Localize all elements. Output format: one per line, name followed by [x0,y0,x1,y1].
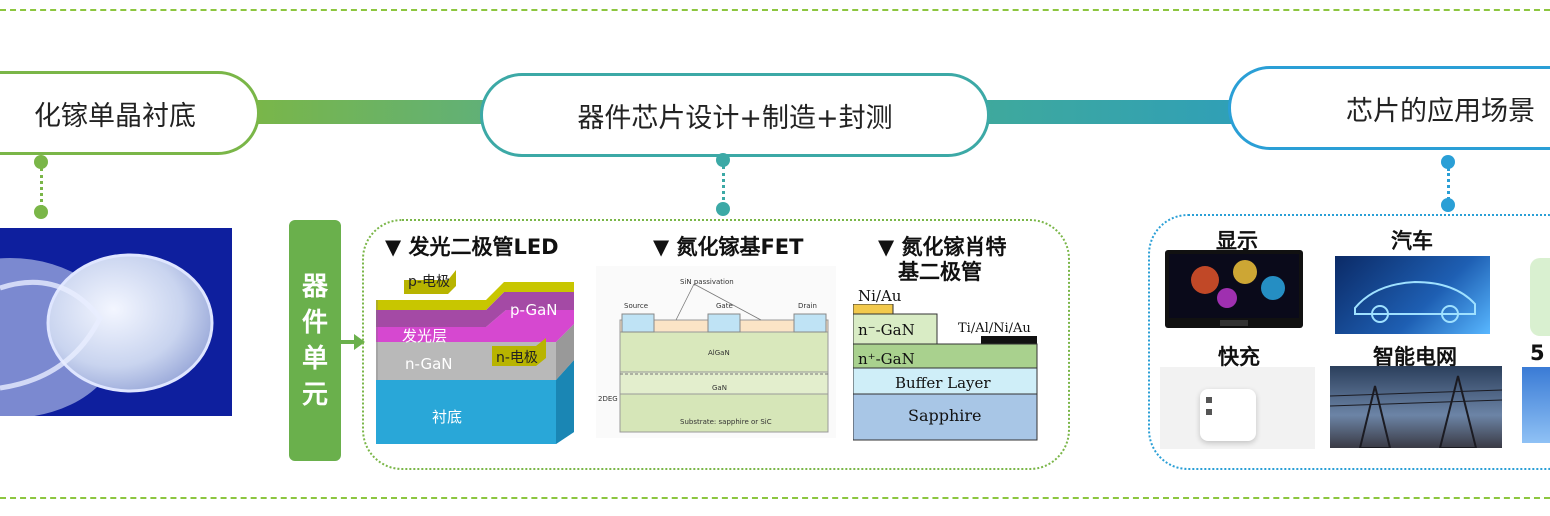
charger-port [1206,409,1212,415]
device-unit-char-4: 元 [301,379,328,410]
wafer-illustration [0,253,214,416]
display-image [1165,250,1303,328]
top-dashed-border [0,9,1550,11]
device-group-box [362,219,1070,470]
stage-device-label: 器件芯片设计+制造+封测 [577,102,893,134]
fet-label-2deg: 2DEG [598,395,618,403]
app-label-fifth: 5 [1530,341,1545,365]
schottky-label-n-plus: n⁺-GaN [858,350,915,368]
led-label-emitting: 发光层 [402,327,448,345]
wafer-image [0,228,232,416]
fet-label-passivation: SiN passivation [680,278,734,286]
schottky-label-n-minus: n⁻-GaN [858,321,915,339]
connector-dot-2-bottom [716,202,730,216]
led-structure-diagram [376,270,574,444]
app-label-display: 显示 [1216,229,1258,253]
connector-dot-3-top [1441,155,1455,169]
app-label-fast-charge: 快充 [1218,345,1260,369]
bottom-dashed-border [0,497,1550,499]
connector-dot-1-bottom [34,205,48,219]
charger-port [1206,397,1212,403]
led-title: ▼ 发光二极管LED [385,235,559,259]
schottky-title-line2: 基二极管 [898,260,982,284]
fet-label-substrate: Substrate: sapphire or SiC [680,418,772,426]
stage-application-label: 芯片的应用场景 [1346,95,1535,127]
stage-bar-1 [250,100,500,124]
connector-line-2 [722,166,725,206]
fet-label-algan: AlGaN [708,349,730,357]
stage-bar-2 [980,100,1250,124]
device-unit-tag: 器 件 单 元 [289,220,341,461]
connector-dot-2-top [716,153,730,167]
app-label-automotive: 汽车 [1391,229,1433,253]
fireworks-illustration [1169,254,1299,326]
stage-substrate-pill: 化镓单晶衬底 [0,71,260,155]
device-unit-char-3: 单 [301,343,328,374]
power-tower-illustration [1330,375,1502,448]
fet-label-drain: Drain [798,302,817,310]
fifth-app-image [1522,367,1550,443]
phone-image [1530,258,1550,336]
led-label-p-gan: p-GaN [510,301,558,319]
led-label-p-electrode: p-电极 [408,274,450,290]
fet-label-gan: GaN [712,384,727,392]
fet-structure-diagram [596,266,836,438]
device-unit-char-1: 器 [301,271,328,302]
led-label-n-gan: n-GaN [405,355,453,373]
schottky-label-ohmic: Ti/Al/Ni/Au [958,321,1031,336]
car-illustration [1354,280,1476,323]
automotive-image [1335,256,1490,334]
schottky-label-ni-au: Ni/Au [858,287,902,305]
application-group-box [1148,214,1550,470]
smart-grid-image [1330,366,1502,448]
fast-charge-image [1160,367,1315,449]
connector-line-3 [1447,168,1450,200]
fet-label-gate: Gate [716,302,733,310]
connector-dot-3-bottom [1441,198,1455,212]
led-label-n-electrode: n-电极 [496,350,538,366]
stage-device-pill: 器件芯片设计+制造+封测 [480,73,990,157]
schottky-title-line1: ▼ 氮化镓肖特 [878,235,1007,259]
stage-substrate-label: 化镓单晶衬底 [34,100,196,132]
app-label-smart-grid: 智能电网 [1373,345,1457,369]
connector-line-1 [40,168,43,208]
fet-title: ▼ 氮化镓基FET [653,235,804,259]
fet-label-source: Source [624,302,649,310]
stage-application-pill: 芯片的应用场景 [1228,66,1550,150]
connector-dot-1-top [34,155,48,169]
schottky-label-buffer: Buffer Layer [895,374,991,392]
schottky-structure-diagram [853,304,1038,441]
led-label-substrate: 衬底 [432,408,463,426]
schottky-label-sapphire: Sapphire [908,406,982,425]
device-unit-char-2: 件 [301,307,328,338]
arrow-right-icon [341,334,365,350]
